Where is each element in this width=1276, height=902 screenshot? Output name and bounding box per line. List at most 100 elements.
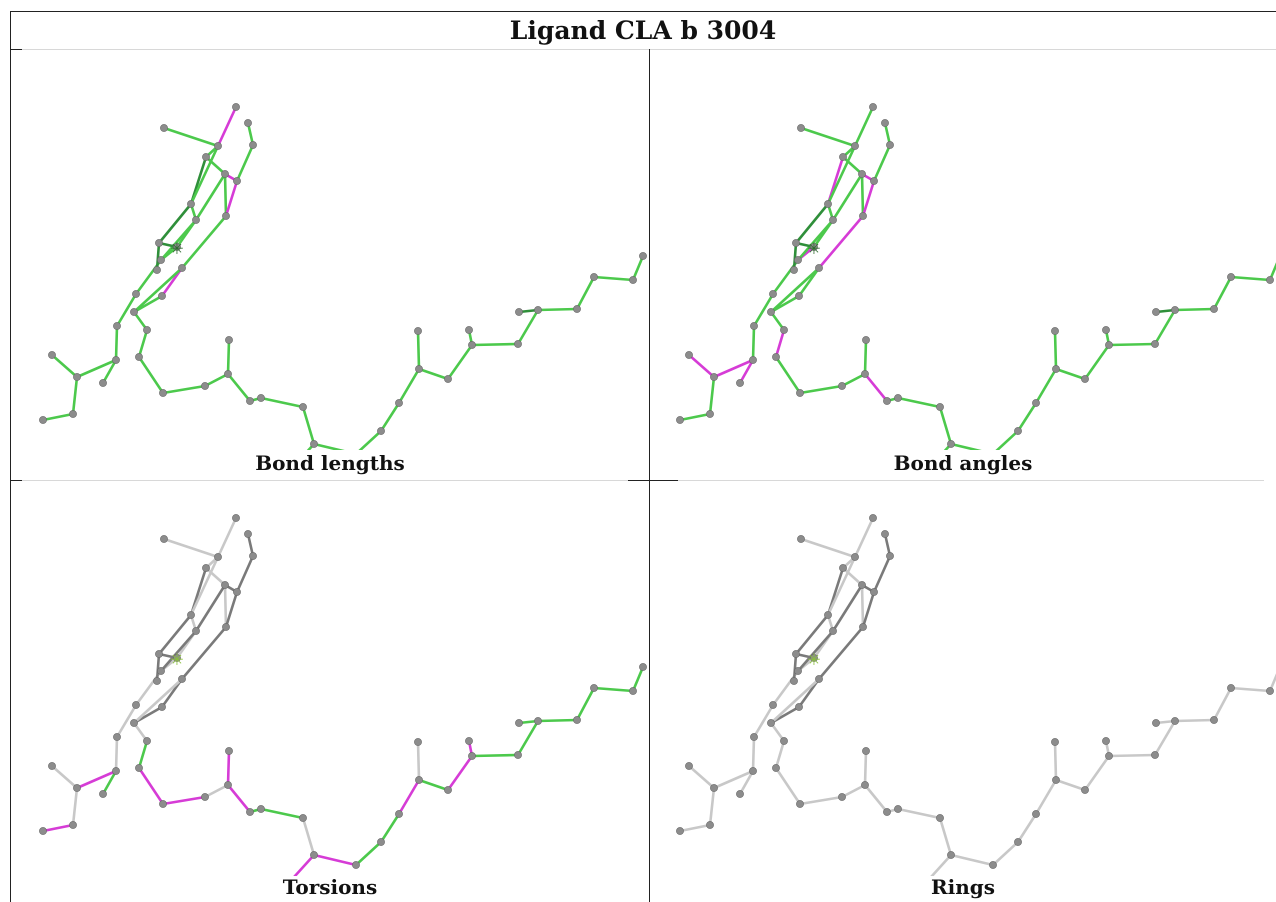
atom bbox=[444, 786, 452, 794]
atom bbox=[257, 805, 265, 813]
bond bbox=[738, 769, 755, 796]
atom bbox=[465, 326, 473, 334]
atom bbox=[310, 851, 318, 859]
atom bbox=[629, 276, 637, 284]
atom bbox=[795, 703, 803, 711]
atom bbox=[859, 212, 867, 220]
atom bbox=[838, 793, 846, 801]
atom bbox=[629, 687, 637, 695]
bond bbox=[71, 786, 79, 827]
atom bbox=[249, 552, 257, 560]
bond bbox=[75, 358, 118, 379]
atom bbox=[99, 790, 107, 798]
bond bbox=[101, 358, 118, 385]
atom bbox=[1171, 717, 1179, 725]
bond bbox=[678, 412, 712, 422]
atom bbox=[862, 336, 870, 344]
bond bbox=[575, 686, 596, 722]
atom bbox=[829, 627, 837, 635]
atom bbox=[515, 308, 523, 316]
atom bbox=[590, 273, 598, 281]
atom bbox=[1151, 340, 1159, 348]
panel-bond-lengths: ✳ Bond lengths bbox=[11, 50, 649, 480]
bond bbox=[817, 625, 865, 681]
atom bbox=[883, 397, 891, 405]
bond bbox=[1153, 719, 1177, 757]
grid-line-mid-left-tick bbox=[10, 480, 22, 481]
atom bbox=[249, 141, 257, 149]
atom bbox=[749, 356, 757, 364]
atom bbox=[796, 800, 804, 808]
bond bbox=[180, 625, 228, 681]
atom bbox=[39, 827, 47, 835]
atom bbox=[1051, 327, 1059, 335]
bond bbox=[631, 665, 645, 693]
bond bbox=[226, 372, 252, 403]
figure-frame bbox=[10, 11, 1276, 902]
bond bbox=[301, 816, 316, 857]
bond bbox=[575, 275, 596, 311]
bond bbox=[137, 739, 149, 770]
atom bbox=[192, 627, 200, 635]
atom bbox=[232, 514, 240, 522]
atom bbox=[534, 306, 542, 314]
bond bbox=[161, 795, 207, 806]
bond bbox=[930, 853, 953, 876]
atom bbox=[869, 514, 877, 522]
bond bbox=[516, 308, 540, 346]
atom bbox=[414, 327, 422, 335]
atom bbox=[858, 170, 866, 178]
grid-line-mid-faint-left bbox=[22, 480, 628, 481]
atom bbox=[99, 379, 107, 387]
atom bbox=[135, 353, 143, 361]
atom bbox=[796, 389, 804, 397]
atom bbox=[780, 326, 788, 334]
atom bbox=[859, 623, 867, 631]
atom bbox=[858, 581, 866, 589]
atom bbox=[69, 410, 77, 418]
atom bbox=[192, 216, 200, 224]
bond bbox=[226, 749, 231, 787]
atom bbox=[157, 667, 165, 675]
bond bbox=[860, 583, 865, 629]
atom bbox=[222, 623, 230, 631]
atom bbox=[676, 416, 684, 424]
atom bbox=[468, 341, 476, 349]
atom bbox=[573, 305, 581, 313]
atom bbox=[1227, 684, 1235, 692]
bond bbox=[798, 795, 844, 806]
atom bbox=[1210, 305, 1218, 313]
bond bbox=[872, 554, 892, 594]
atom bbox=[48, 762, 56, 770]
bond bbox=[863, 783, 889, 814]
bond bbox=[159, 218, 198, 262]
bond bbox=[194, 583, 227, 633]
molecule-bond-lengths: ✳ bbox=[39, 103, 647, 450]
molecule-bond-angles: ✳ bbox=[676, 103, 1276, 450]
bond bbox=[157, 202, 193, 245]
atom bbox=[881, 530, 889, 538]
atom bbox=[936, 403, 944, 411]
caption-bond-lengths: Bond lengths bbox=[255, 451, 405, 475]
atom bbox=[113, 322, 121, 330]
atom bbox=[1266, 687, 1274, 695]
atom bbox=[310, 440, 318, 448]
atom bbox=[465, 737, 473, 745]
atom bbox=[767, 719, 775, 727]
bond bbox=[751, 735, 756, 773]
atom bbox=[178, 264, 186, 272]
atom bbox=[869, 103, 877, 111]
atom bbox=[225, 747, 233, 755]
atom bbox=[797, 124, 805, 132]
atom bbox=[201, 382, 209, 390]
atom bbox=[244, 530, 252, 538]
atom bbox=[736, 379, 744, 387]
atom bbox=[886, 141, 894, 149]
bond bbox=[223, 583, 228, 629]
atom bbox=[710, 373, 718, 381]
atom bbox=[159, 389, 167, 397]
bond bbox=[75, 769, 118, 790]
atom bbox=[246, 397, 254, 405]
bond bbox=[470, 342, 520, 347]
grid-line-top-left-tick bbox=[10, 49, 22, 50]
